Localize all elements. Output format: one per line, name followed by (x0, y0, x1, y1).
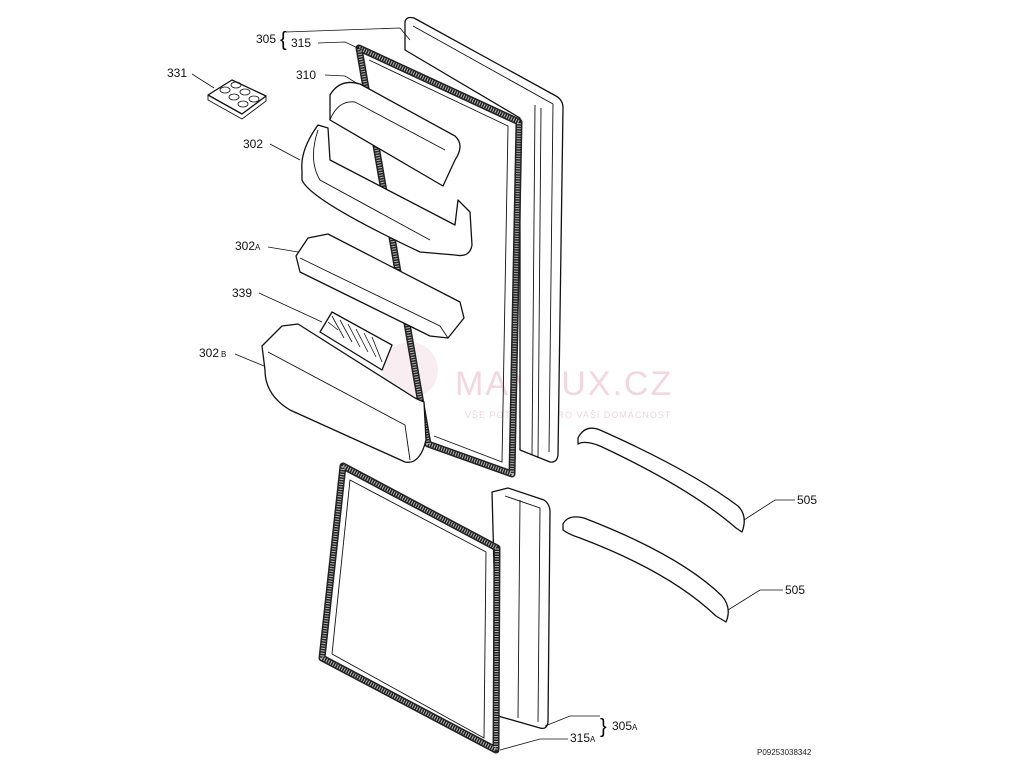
label-310: 310 (296, 68, 316, 82)
bottle-holder (319, 311, 393, 371)
brace-305a: } (600, 716, 607, 738)
label-315: 315 (291, 36, 311, 50)
bottom-door-bin (261, 323, 427, 463)
svg-text:MAMLUX.CZ: MAMLUX.CZ (455, 365, 673, 403)
label-505-upper: 505 (797, 493, 817, 507)
label-505-lower: 505 (785, 583, 805, 597)
drawing-code: P09253038342 (757, 748, 812, 757)
upper-door (404, 16, 564, 463)
label-305a: 305A (612, 719, 638, 733)
brace-305: { (280, 29, 287, 51)
svg-text:VŠE POTŘEBNÉ PRO VAŠI DOMÁCNOS: VŠE POTŘEBNÉ PRO VAŠI DOMÁCNOST (465, 410, 671, 420)
egg-tray (207, 79, 267, 120)
upper-handle (577, 427, 745, 533)
lower-gasket (318, 462, 501, 754)
label-315a: 315A (570, 731, 596, 745)
label-331: 331 (167, 66, 187, 80)
leader-lines (191, 27, 795, 751)
lower-handle (562, 516, 729, 623)
large-door-bin (301, 124, 473, 257)
label-339: 339 (232, 286, 252, 300)
label-302a: 302A (235, 239, 261, 253)
watermark: MAMLUX.CZ VŠE POTŘEBNÉ PRO VAŠI DOMÁCNOS… (382, 342, 673, 420)
dairy-compartment-lid (329, 81, 461, 187)
label-305: 305 (256, 32, 276, 46)
lower-door (491, 487, 551, 730)
label-302: 302 (243, 137, 263, 151)
medium-door-bin (295, 233, 465, 339)
